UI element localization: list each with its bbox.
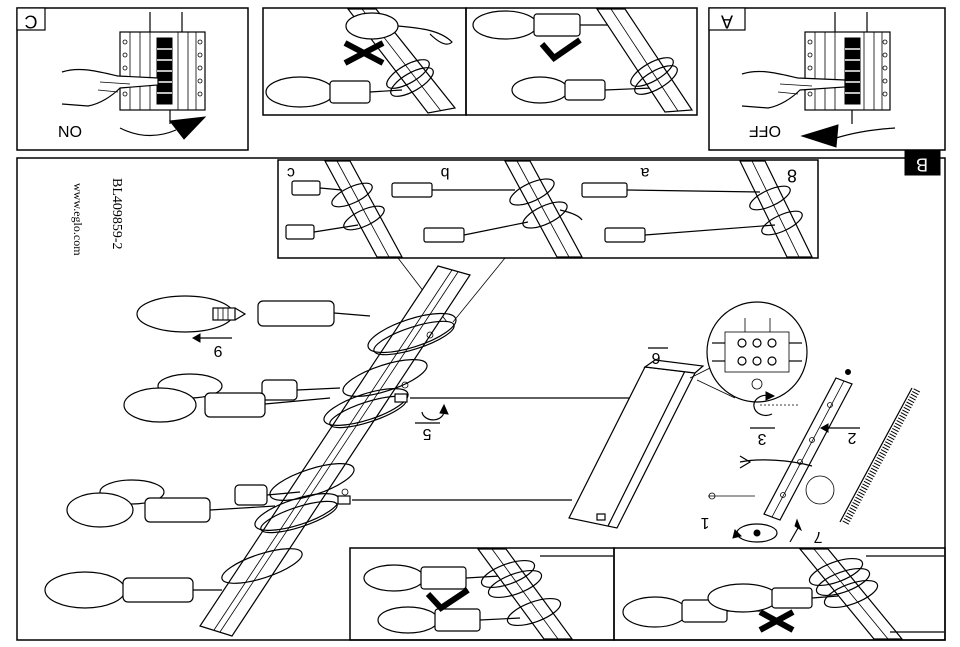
variant-a-label: a: [640, 164, 649, 181]
curved-arrow-icon: [800, 124, 896, 148]
step-7: 7: [789, 518, 822, 545]
terminal-block-icon: [804, 12, 891, 124]
panel-correct-frame: [465, 7, 698, 116]
lamp-cord: [264, 397, 331, 405]
panel-c: C: [16, 7, 249, 151]
lamp-socket: [144, 497, 211, 523]
step-9-number: 9: [213, 342, 222, 359]
cross-icon: [343, 40, 385, 66]
step-9: 9: [191, 333, 232, 359]
panel-c-tag: [16, 7, 46, 31]
panel-a-label: A: [721, 11, 733, 31]
inset-wrong-cord: [613, 547, 946, 641]
product-code: BL409859-2: [109, 178, 124, 250]
rail-segment: [798, 548, 904, 640]
lamp-3: [66, 479, 301, 528]
lamp-socket: [204, 392, 266, 418]
bulb-icon: [99, 479, 165, 505]
rail-segment: [595, 8, 694, 113]
step-3-number: 3: [757, 430, 766, 447]
bulb-icon: [136, 295, 247, 333]
step-2: 2: [819, 423, 860, 446]
inset-8-frame: [277, 159, 819, 259]
rotate-arrow-icon: [753, 391, 776, 416]
bulb-icon: [66, 492, 134, 528]
inset-step-8: 8 a b c: [277, 159, 819, 259]
step-5-number: 5: [422, 425, 431, 442]
cord-rings: [808, 557, 879, 609]
mounting-bracket: [763, 369, 853, 521]
lamp-socket: [122, 577, 194, 603]
curved-arrow-icon: [119, 116, 207, 140]
bulb-icon: [707, 583, 839, 613]
variant-b-drawing: [391, 160, 584, 258]
bulb-icon: [511, 76, 653, 104]
variant-b-label: b: [440, 164, 449, 181]
panel-a: A: [708, 7, 946, 151]
lamp-socket: [234, 484, 268, 506]
ceiling-surface: [839, 387, 921, 526]
step-2-number: 2: [847, 429, 856, 446]
panel-b-tag: [904, 149, 941, 176]
lamp-cord: [209, 505, 276, 511]
terminal-block-icon: [119, 12, 206, 124]
ceiling-canopy: [568, 359, 705, 529]
lamp-cord: [333, 312, 371, 317]
terminal-detail: [689, 301, 808, 403]
inset-wrong-frame: [613, 547, 946, 641]
lamp-socket: [261, 379, 298, 401]
cord-rings: [386, 59, 434, 97]
cord-rings: [630, 57, 678, 95]
inset-correct-cord: [349, 547, 615, 641]
bulb-icon: [265, 76, 403, 108]
step-3: 3: [750, 391, 776, 447]
variant-c-drawing: [285, 160, 404, 258]
switch-state-off: OFF: [749, 122, 781, 139]
rotate-arrow-icon: [732, 523, 778, 543]
step-1-number: 1: [700, 514, 709, 531]
variant-c-label: c: [287, 164, 295, 181]
suspension-wires: [337, 393, 640, 505]
bulb-icon: [44, 571, 126, 609]
lamp-socket: [257, 300, 335, 327]
panel-c-frame: [16, 7, 249, 151]
panel-wrong-cord: [262, 7, 467, 116]
bulb-icon: [472, 10, 618, 40]
bulb-icon: [345, 12, 453, 45]
inset-8-number: 8: [787, 165, 797, 185]
bulb-icon: [363, 564, 501, 592]
lamp-1: [136, 295, 371, 333]
panel-a-tag: [708, 7, 746, 31]
check-icon: [425, 587, 470, 612]
panel-correct-cord: [465, 7, 698, 116]
step-6-number: 6: [651, 349, 660, 366]
lamp-cord: [296, 387, 341, 391]
bulb-icon: [377, 606, 521, 634]
step-5: 5: [415, 403, 449, 442]
cross-icon: [758, 609, 795, 633]
panel-b-label: B: [916, 154, 928, 174]
step-6: 6: [648, 347, 668, 366]
switch-state-on: ON: [58, 122, 82, 139]
supply-wire: [708, 404, 835, 505]
step-1: 1: [700, 514, 778, 543]
panel-c-label: C: [25, 11, 38, 31]
hand-icon: [741, 70, 846, 109]
lamp-cord: [266, 491, 301, 496]
hand-icon: [61, 68, 159, 107]
bulb-icon: [123, 387, 197, 423]
variant-a-drawing: [581, 160, 813, 258]
cord-rings: [480, 559, 562, 627]
step-7-number: 7: [813, 528, 822, 545]
panel-a-frame: [708, 7, 946, 151]
main-rail: [199, 265, 471, 637]
product-website: www.eglo.com: [71, 183, 85, 256]
check-icon: [539, 37, 582, 63]
lamp-2: [123, 373, 341, 423]
panel-b: B BL409859-2 www.eglo.com 8 a b c: [16, 149, 946, 641]
rotate-arrow-icon: [421, 403, 449, 421]
lamp-4: [44, 571, 222, 609]
